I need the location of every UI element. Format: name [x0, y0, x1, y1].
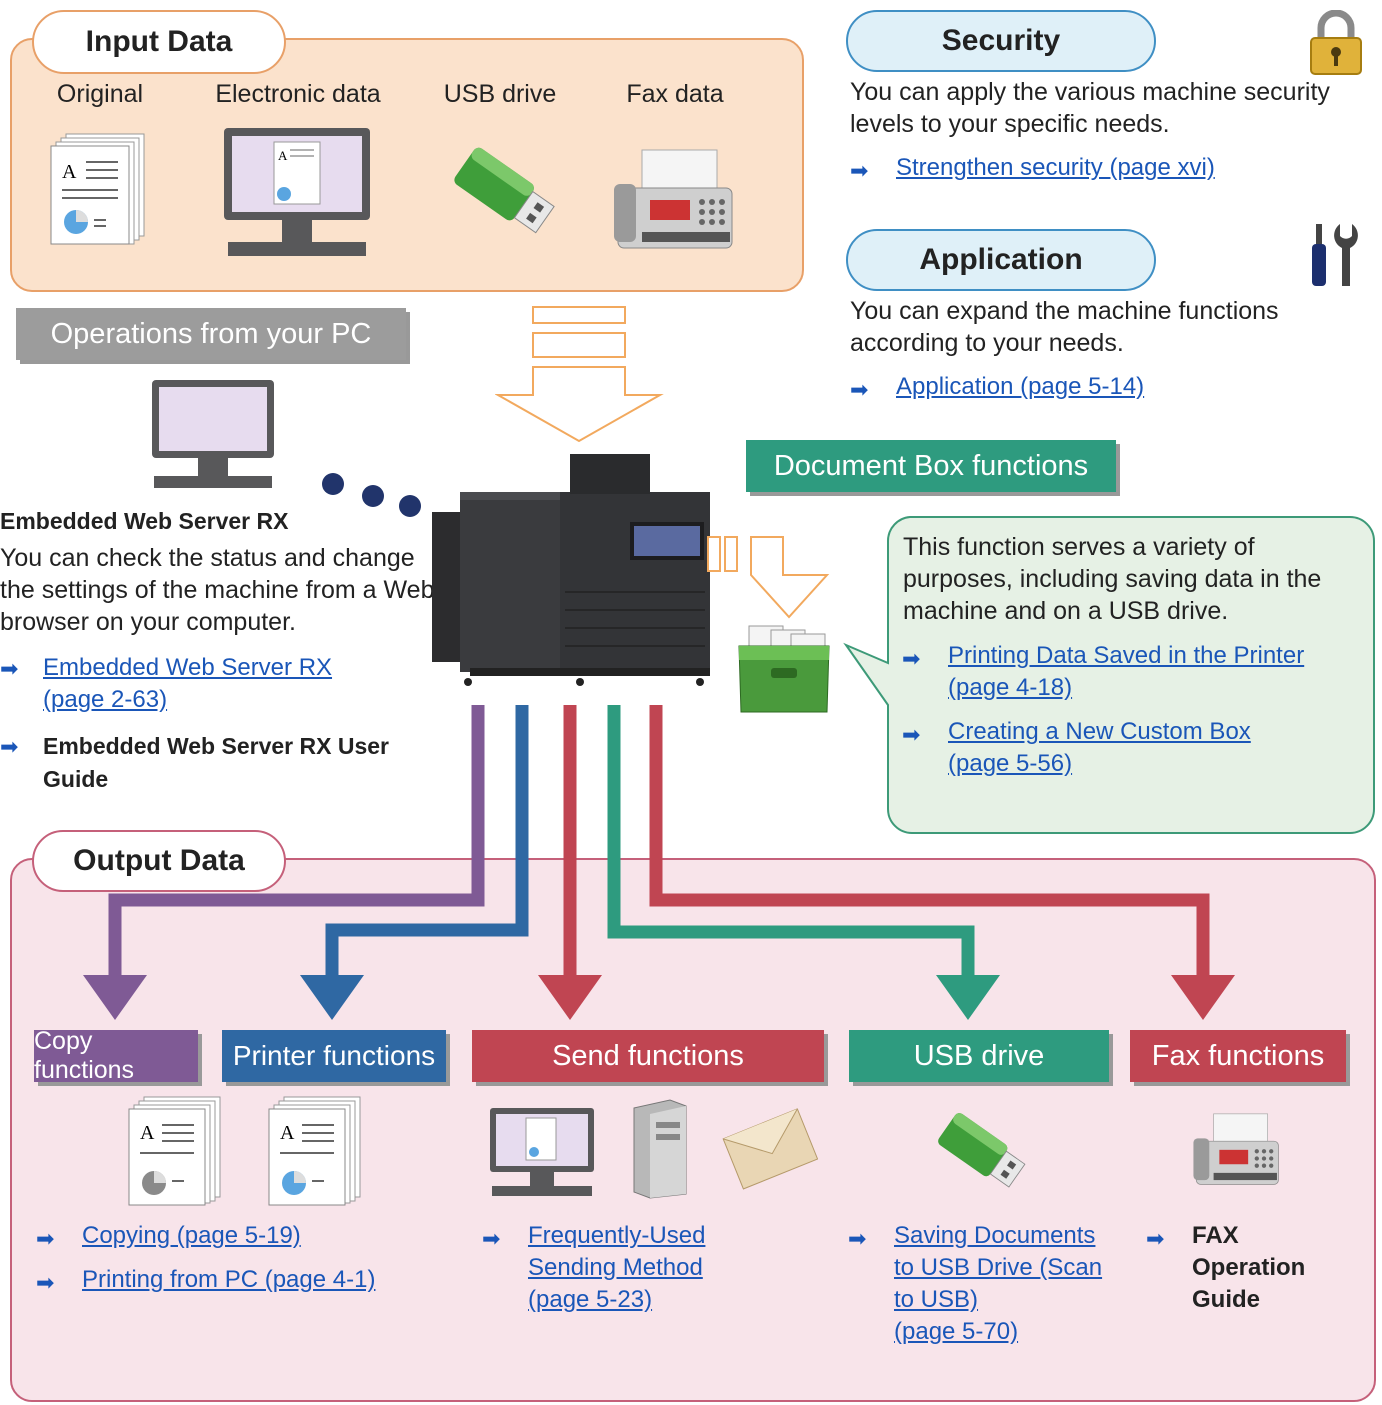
saving-documents-usb-link[interactable]: Saving Documents to USB Drive (Scan to U… — [894, 1220, 1102, 1348]
docbox-description: This function serves a variety of purpos… — [903, 533, 1322, 625]
right-arrow-icon: ➡ — [902, 646, 921, 671]
security-description: You can apply the various machine securi… — [850, 78, 1330, 138]
monitor-icon — [490, 1108, 594, 1196]
sending-link-line3[interactable]: (page 5-23) — [528, 1286, 653, 1313]
embedded-web-server-link[interactable]: Embedded Web Server RX (page 2-63) — [43, 652, 332, 716]
sending-link-line2[interactable]: Sending Method — [528, 1254, 703, 1281]
output-data-panel — [10, 858, 1376, 1402]
printer-mfp-icon — [432, 454, 710, 686]
right-arrow-icon: ➡ — [902, 722, 921, 747]
monitor-icon — [152, 380, 274, 488]
document-stack-icon: A — [268, 1096, 361, 1206]
application-link[interactable]: Application (page 5-14) — [896, 373, 1145, 400]
source-fax-label: Fax data — [626, 80, 724, 108]
fax-operation-guide: FAX Operation Guide — [1192, 1220, 1305, 1316]
docbox-flow-arrow — [707, 536, 830, 619]
user-guide-line2: Guide — [43, 766, 109, 792]
right-arrow-icon: ➡ — [36, 1270, 55, 1295]
right-arrow-icon: ➡ — [0, 734, 19, 759]
security-title: Security — [846, 10, 1156, 72]
document-stack-icon: A — [50, 133, 145, 245]
fax-machine-icon — [1193, 1113, 1279, 1185]
right-arrow-icon: ➡ — [1146, 1226, 1165, 1251]
output-flow-lines — [83, 705, 1235, 1020]
frequently-used-sending-link[interactable]: Frequently-Used Sending Method (page 5-2… — [528, 1220, 705, 1316]
embedded-web-server-link-line1[interactable]: Embedded Web Server RX — [43, 654, 333, 681]
monitor-icon: A — [224, 128, 370, 256]
envelope-icon — [722, 1108, 818, 1190]
embedded-web-server-description: You can check the status and change the … — [0, 544, 435, 636]
embedded-web-server-link-line2[interactable]: (page 2-63) — [43, 686, 168, 713]
application-title: Application — [846, 229, 1156, 291]
embedded-web-server-heading: Embedded Web Server RX — [0, 508, 289, 534]
file-box-icon — [738, 625, 830, 713]
document-box-tag: Document Box functions — [746, 440, 1116, 492]
right-arrow-icon: ➡ — [36, 1226, 55, 1251]
server-icon — [633, 1099, 687, 1199]
copying-link[interactable]: Copying (page 5-19) — [82, 1222, 301, 1249]
right-arrow-icon: ➡ — [482, 1226, 501, 1251]
create-custom-box-link-line2[interactable]: (page 5-56) — [948, 750, 1073, 777]
source-electronic-label: Electronic data — [215, 80, 381, 108]
operations-from-pc-tag: Operations from your PC — [16, 308, 406, 360]
printing-from-pc-link[interactable]: Printing from PC (page 4-1) — [82, 1266, 376, 1293]
printer-functions-tag: Printer functions — [222, 1030, 446, 1082]
fax-guide-line3: Guide — [1192, 1286, 1261, 1313]
usb-link-line3[interactable]: to USB) — [894, 1286, 979, 1313]
source-usb-label: USB drive — [443, 80, 557, 108]
printing-data-saved-link-line2[interactable]: (page 4-18) — [948, 674, 1073, 701]
copy-functions-tag: Copy functions — [34, 1027, 198, 1084]
right-arrow-icon: ➡ — [848, 1226, 867, 1251]
svg-text:A: A — [278, 148, 288, 163]
strengthen-security-link[interactable]: Strengthen security (page xvi) — [896, 154, 1215, 181]
svg-text:A: A — [62, 161, 77, 183]
fax-machine-icon — [614, 149, 733, 249]
sending-link-line1[interactable]: Frequently-Used — [528, 1222, 706, 1249]
document-stack-icon: A — [128, 1096, 221, 1206]
send-functions-tag: Send functions — [472, 1030, 824, 1082]
usb-link-line4[interactable]: (page 5-70) — [894, 1318, 1019, 1345]
fax-guide-line2: Operation — [1192, 1254, 1306, 1281]
docbox-callout — [843, 516, 1375, 834]
input-data-title: Input Data — [32, 10, 286, 74]
connection-dots — [322, 473, 421, 517]
source-original-label: Original — [56, 80, 144, 108]
usb-drive-tag: USB drive — [849, 1030, 1109, 1082]
usb-link-line2[interactable]: to USB Drive (Scan — [894, 1254, 1103, 1281]
right-arrow-icon: ➡ — [850, 158, 869, 183]
application-description: You can expand the machine functions acc… — [850, 297, 1279, 357]
printing-data-saved-link-line1[interactable]: Printing Data Saved in the Printer — [948, 642, 1305, 669]
fax-functions-tag: Fax functions — [1130, 1030, 1346, 1082]
input-flow-arrow — [495, 306, 664, 443]
create-custom-box-link[interactable]: Creating a New Custom Box (page 5-56) — [948, 716, 1251, 780]
fax-guide-line1: FAX — [1192, 1222, 1239, 1249]
embedded-web-server-user-guide: Embedded Web Server RX User Guide — [43, 730, 389, 796]
right-arrow-icon: ➡ — [850, 377, 869, 402]
usb-link-line1[interactable]: Saving Documents — [894, 1222, 1096, 1249]
right-arrow-icon: ➡ — [0, 656, 19, 681]
create-custom-box-link-line1[interactable]: Creating a New Custom Box — [948, 718, 1251, 745]
user-guide-line1: Embedded Web Server RX User — [43, 733, 389, 759]
printing-data-saved-link[interactable]: Printing Data Saved in the Printer (page… — [948, 640, 1304, 704]
tools-icon — [1312, 224, 1358, 286]
svg-text:A: A — [280, 1122, 295, 1144]
padlock-icon — [1310, 10, 1362, 75]
output-data-title: Output Data — [32, 830, 286, 892]
usb-drive-icon — [938, 1113, 1026, 1188]
svg-text:A: A — [140, 1122, 155, 1144]
usb-drive-icon — [454, 147, 555, 234]
